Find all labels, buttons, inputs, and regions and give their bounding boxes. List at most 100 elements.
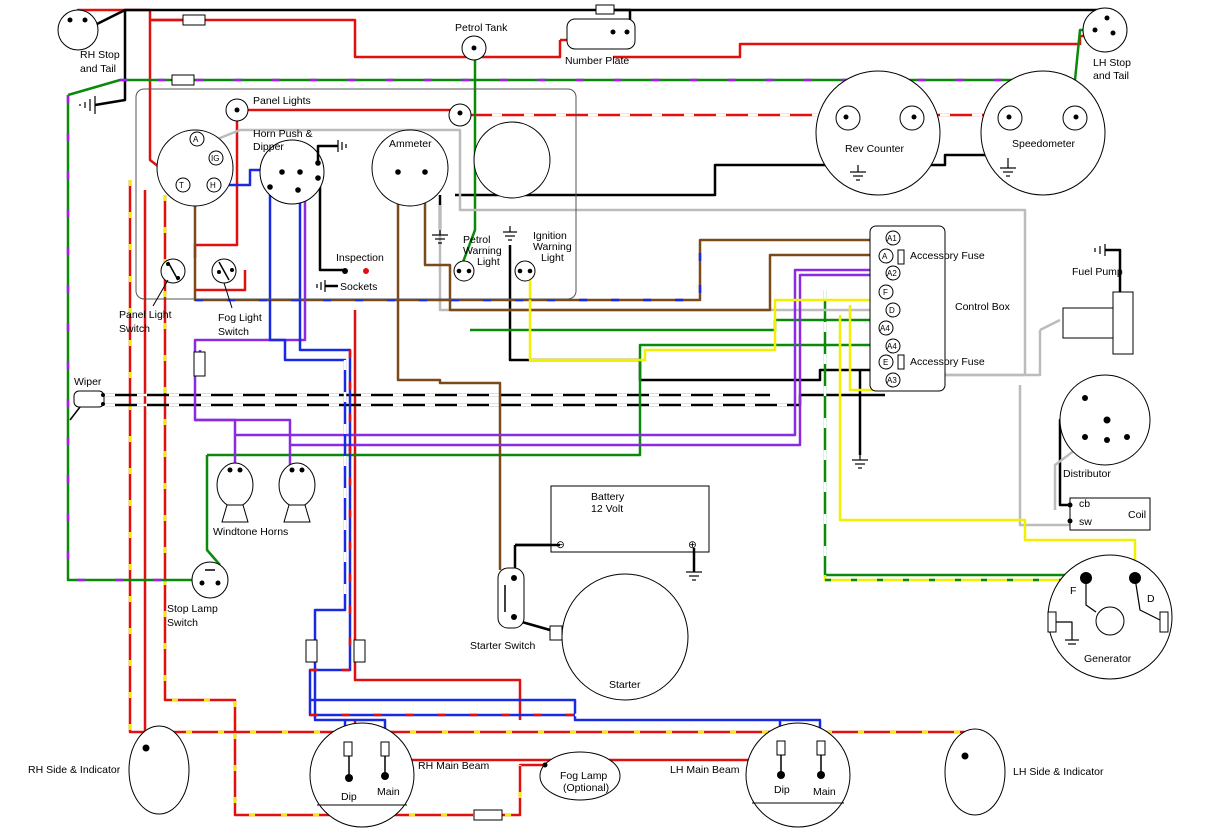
rh-main-beam-label: RH Main Beam [418,760,489,772]
number-plate-lamp: Number Plate [565,18,636,67]
ignition-coil: cb sw Coil [1067,497,1151,531]
fog-lamp: Fog Lamp (Optional) [473,751,621,821]
distributor: Distributor [1059,374,1151,480]
rh-stop-tail-lamp: RH Stop and Tail [57,9,120,75]
cb-term-a2: A2 [887,269,897,278]
rh-side-indicator-label: RH Side & Indicator [28,764,121,776]
horn-push-dipper: Horn Push & Dipper [253,128,347,205]
generator-label: Generator [1084,653,1132,665]
cb-term-a4-lower: A4 [887,342,897,351]
stop-lamp-switch-label-1: Stop Lamp [167,603,218,615]
horn-push-label-1: Horn Push & [253,128,313,140]
starter-switch[interactable]: Starter Switch [470,567,536,652]
wiper-label: Wiper [74,376,102,388]
panel-light-switch-label-1: Panel Light [119,309,172,321]
cb-term-a1: A1 [887,234,897,243]
petrol-warning-label-3: Light [477,256,500,268]
cb-term-f: F [883,288,888,297]
control-box: Control Box Accessory Fuse Accessory Fus… [852,225,1011,469]
fog-light-switch-label-2: Switch [218,326,249,338]
connector-horn [193,351,206,377]
fuel-pump-label: Fuel Pump [1072,266,1123,278]
inline-fuse-number-plate [595,4,615,15]
lh-stop-tail-label-1: LH Stop [1093,57,1131,69]
ignition-warning-label-3: Light [541,252,564,264]
sockets-label: Sockets [340,281,377,293]
connector-rh-2 [353,639,366,663]
rev-counter-label: Rev Counter [845,143,904,155]
inspection-label: Inspection [336,252,384,264]
cb-term-a4-upper: A4 [880,324,890,333]
stop-lamp-switch-label-2: Switch [167,617,198,629]
ground-symbol-ammeter [432,230,448,244]
ignition-term-t: T [179,181,184,190]
battery-label-1: Battery [591,491,625,503]
fog-lamp-fuse [473,809,503,821]
cb-term-e: E [883,358,888,367]
cb-term-a: A [882,252,888,261]
panel-lights-label: Panel Lights [253,95,311,107]
fog-light-switch-label-1: Fog Light [218,312,262,324]
speedometer-label: Speedometer [1012,138,1076,150]
generator-d-label: D [1147,593,1155,605]
ignition-term-ig: IG [211,154,219,163]
rh-side-indicator-lamp: RH Side & Indicator [28,725,190,815]
inline-fuse-top [182,14,206,26]
accessory-fuse-top-label: Accessory Fuse [910,250,985,262]
wiper-motor: Wiper [69,376,105,421]
rh-headlamp: Dip Main RH Main Beam [309,722,489,828]
dashboard-panel-outline [135,88,577,300]
battery-label-2: 12 Volt [591,503,623,515]
generator-f-label: F [1070,585,1076,597]
petrol-warning-light: Petrol Warning Light [453,234,502,282]
coil-cb-label: cb [1079,498,1090,510]
lh-main-beam-label: LH Main Beam [670,764,740,776]
coil-label: Coil [1128,509,1146,521]
horn-push-label-2: Dipper [253,141,284,153]
windtone-horns-label: Windtone Horns [213,526,288,538]
ammeter: Ammeter [371,129,449,207]
ignition-warning-label-2: Warning [533,241,572,253]
cb-term-a3: A3 [887,376,897,385]
lh-headlamp: Dip Main LH Main Beam [670,722,851,828]
lh-stop-tail-label-2: and Tail [1093,70,1129,82]
panel-light-switch[interactable]: Panel Light Switch [119,258,186,335]
ignition-warning-light: Ignition Warning Light [503,226,572,282]
rh-main-label: Main [377,786,400,798]
generator: F D Generator [1047,554,1173,680]
starter-switch-label: Starter Switch [470,640,536,652]
fog-lamp-label-1: Fog Lamp [560,770,607,782]
accessory-fuse-bottom [897,354,905,370]
starter-motor: Starter [549,573,689,701]
ignition-term-a: A [193,135,199,144]
coil-sw-label: sw [1079,516,1092,528]
distributor-label: Distributor [1063,468,1111,480]
fuel-pump: Fuel Pump [1062,244,1134,355]
fog-lamp-label-2: (Optional) [563,782,609,794]
ground-symbol-top-left [79,96,96,114]
inline-fuse-green [171,74,195,86]
number-plate-label: Number Plate [565,55,629,67]
panel-light-switch-label-2: Switch [119,323,150,335]
ignition-term-h: H [210,181,216,190]
lh-dip-label: Dip [774,784,790,796]
stop-lamp-switch[interactable]: Stop Lamp Switch [167,561,229,629]
ignition-switch: A IG H T [156,129,234,207]
fog-light-switch[interactable]: Fog Light Switch [211,258,262,338]
accessory-fuse-top [897,249,905,265]
petrol-warning-label-2: Warning [463,245,502,257]
connector-rh-1 [305,639,318,663]
panel-lights: Panel Lights [225,95,472,127]
battery: Battery 12 Volt ⊖ ⊕ [515,485,710,581]
inspection-sockets: Inspection Sockets [316,252,384,293]
lh-main-label: Main [813,786,836,798]
starter-label: Starter [609,679,641,691]
rev-counter: Rev Counter [815,70,941,196]
windtone-horns: Windtone Horns [213,462,316,538]
cb-term-d: D [889,306,895,315]
lh-side-indicator-label: LH Side & Indicator [1013,766,1104,778]
speedometer: Speedometer [980,70,1106,196]
accessory-fuse-bottom-label: Accessory Fuse [910,356,985,368]
petrol-warning-label-1: Petrol [463,234,490,246]
